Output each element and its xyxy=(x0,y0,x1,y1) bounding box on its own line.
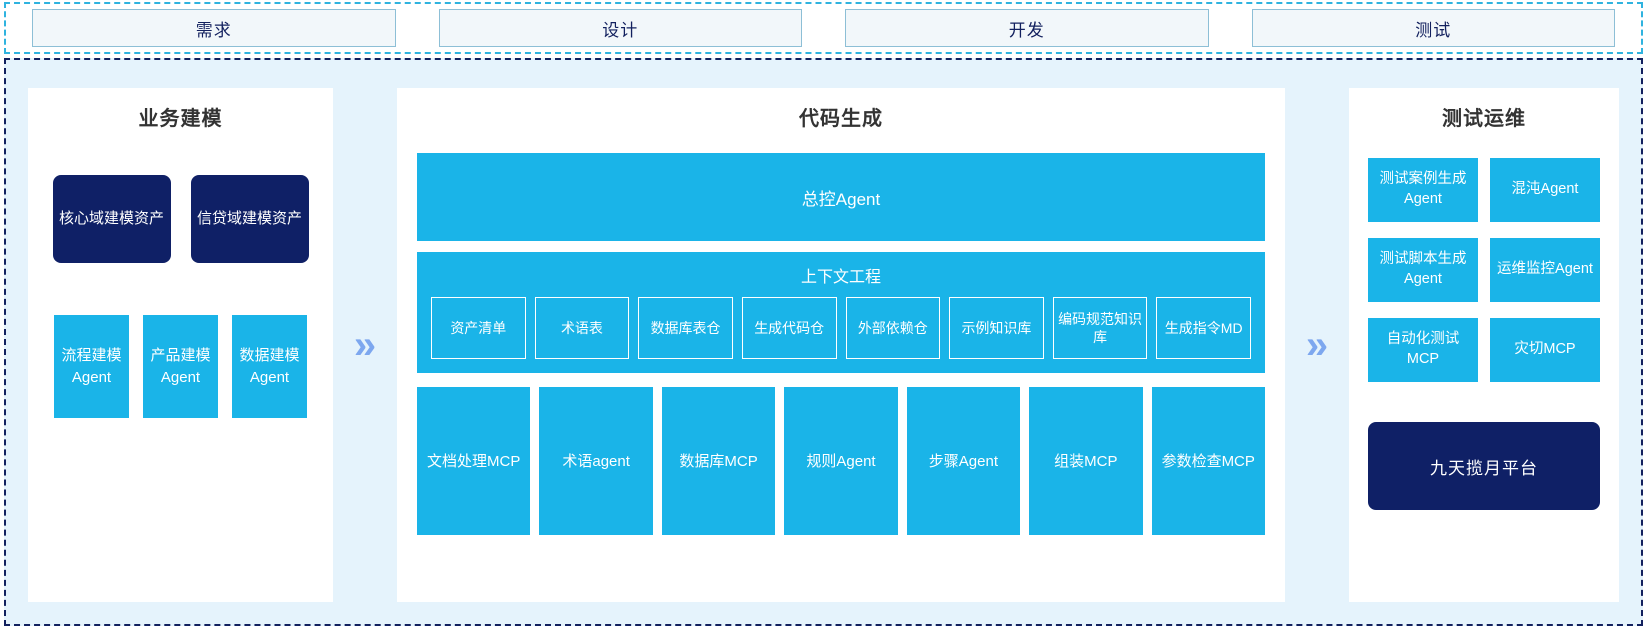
asset-card-label: 信贷域建模资产 xyxy=(196,209,302,227)
testops-card-test-script-generation-agent[interactable]: 测试脚本生成Agent xyxy=(1368,238,1478,302)
test-operations-grid: 测试案例生成Agent 混沌Agent 测试脚本生成Agent 运维监控Agen… xyxy=(1368,158,1600,382)
testops-card-label: 混沌Agent xyxy=(1511,181,1579,198)
phase-tab-testing[interactable]: 测试 xyxy=(1251,9,1615,47)
mcp-tool-row: 文档处理MCP 术语agent 数据库MCP 规则Agent 步骤Agent 组… xyxy=(417,387,1265,535)
double-chevron-right-glyph: » xyxy=(353,323,377,367)
mcp-card-label: 步骤Agent xyxy=(928,452,998,470)
context-item-label: 资产清单 xyxy=(450,319,507,336)
phase-tab-label: 需求 xyxy=(195,20,232,40)
testops-card-label: 测试案例生成Agent xyxy=(1379,171,1467,207)
mcp-card-parameter-check[interactable]: 参数检查MCP xyxy=(1151,387,1265,535)
context-item-label: 生成指令MD xyxy=(1164,319,1243,336)
asset-card-core-domain[interactable]: 核心域建模资产 xyxy=(52,175,171,263)
agent-card-label: 流程建模Agent xyxy=(61,346,122,386)
context-item-label: 示例知识库 xyxy=(961,319,1032,336)
context-engineering-items: 资产清单 术语表 数据库表仓 生成代码仓 外部依赖仓 示例知 xyxy=(431,297,1251,359)
master-agent-label: 总控Agent xyxy=(801,189,881,209)
phase-tab-label: 设计 xyxy=(602,20,639,40)
mcp-card-database[interactable]: 数据库MCP xyxy=(661,387,776,535)
phase-strip: 需求 设计 开发 测试 xyxy=(4,2,1643,54)
context-item-db-table-repo[interactable]: 数据库表仓 xyxy=(638,297,733,359)
agent-card-label: 数据建模Agent xyxy=(239,346,300,386)
double-chevron-right-glyph: » xyxy=(1305,323,1329,367)
phase-tab-label: 开发 xyxy=(1008,20,1045,40)
panel-title-test-operations: 测试运维 xyxy=(1442,108,1526,130)
asset-card-label: 核心域建模资产 xyxy=(58,209,164,227)
panel-business-modeling: 业务建模 核心域建模资产 信贷域建模资产 流程建模Agent 产品建模Agent… xyxy=(28,88,333,602)
context-item-glossary[interactable]: 术语表 xyxy=(534,297,630,359)
testops-card-label: 灾切MCP xyxy=(1514,341,1576,358)
mcp-card-label: 术语agent xyxy=(562,452,630,470)
mcp-card-label: 组装MCP xyxy=(1054,452,1118,470)
context-item-label: 编码规范知识库 xyxy=(1058,310,1143,345)
panel-code-generation: 代码生成 总控Agent 上下文工程 资产清单 术语表 数据库表仓 xyxy=(397,88,1285,602)
business-agent-row: 流程建模Agent 产品建模Agent 数据建模Agent xyxy=(54,315,307,418)
context-item-generated-code-repo[interactable]: 生成代码仓 xyxy=(741,297,837,359)
testops-card-test-case-generation-agent[interactable]: 测试案例生成Agent xyxy=(1368,158,1478,222)
context-item-generation-instruction-md[interactable]: 生成指令MD xyxy=(1156,297,1251,359)
platform-card-label: 九天揽月平台 xyxy=(1430,458,1538,478)
context-item-example-knowledge-base[interactable]: 示例知识库 xyxy=(949,297,1044,359)
panel-title-business-modeling: 业务建模 xyxy=(138,108,223,130)
testops-card-label: 测试脚本生成Agent xyxy=(1379,251,1467,287)
testops-card-label: 自动化测试MCP xyxy=(1386,331,1460,367)
architecture-diagram: 业务建模 核心域建模资产 信贷域建模资产 流程建模Agent 产品建模Agent… xyxy=(4,58,1643,626)
mcp-card-label: 数据库MCP xyxy=(679,452,758,470)
agent-card-product-modeling[interactable]: 产品建模Agent xyxy=(143,315,218,418)
mcp-card-assembly[interactable]: 组装MCP xyxy=(1029,387,1143,535)
mcp-card-document-processing[interactable]: 文档处理MCP xyxy=(417,387,531,535)
context-item-coding-standard-knowledge-base[interactable]: 编码规范知识库 xyxy=(1052,297,1148,359)
context-engineering-title: 上下文工程 xyxy=(800,269,881,286)
testops-card-label: 运维监控Agent xyxy=(1497,261,1593,278)
agent-card-process-modeling[interactable]: 流程建模Agent xyxy=(54,315,129,418)
phase-tab-design[interactable]: 设计 xyxy=(438,9,802,47)
agent-card-data-modeling[interactable]: 数据建模Agent xyxy=(232,315,307,418)
mcp-card-rule-agent[interactable]: 规则Agent xyxy=(784,387,898,535)
panel-test-operations: 测试运维 测试案例生成Agent 混沌Agent 测试脚本生成Agent 运维监… xyxy=(1349,88,1619,602)
context-item-asset-inventory[interactable]: 资产清单 xyxy=(431,297,526,359)
code-generation-body: 总控Agent 上下文工程 资产清单 术语表 数据库表仓 生成代码仓 xyxy=(397,131,1285,535)
mcp-card-label: 文档处理MCP xyxy=(427,452,521,470)
testops-card-automated-test-mcp[interactable]: 自动化测试MCP xyxy=(1368,318,1478,382)
testops-card-disaster-recovery-mcp[interactable]: 灾切MCP xyxy=(1490,318,1600,382)
testops-card-ops-monitoring-agent[interactable]: 运维监控Agent xyxy=(1490,238,1600,302)
context-item-label: 生成代码仓 xyxy=(754,319,825,336)
phase-tab-requirements[interactable]: 需求 xyxy=(32,9,396,47)
asset-card-credit-domain[interactable]: 信贷域建模资产 xyxy=(190,175,309,263)
context-item-external-dependency-repo[interactable]: 外部依赖仓 xyxy=(845,297,941,359)
mcp-card-step-agent[interactable]: 步骤Agent xyxy=(906,387,1021,535)
mcp-card-label: 规则Agent xyxy=(806,452,876,470)
testops-card-chaos-agent[interactable]: 混沌Agent xyxy=(1490,158,1600,222)
mcp-card-label: 参数检查MCP xyxy=(1161,452,1255,470)
master-agent-bar[interactable]: 总控Agent xyxy=(417,153,1265,241)
platform-card-jiutian-lanyue[interactable]: 九天揽月平台 xyxy=(1368,422,1600,510)
double-chevron-right-icon: » xyxy=(1285,88,1349,602)
mcp-card-glossary-agent[interactable]: 术语agent xyxy=(539,387,653,535)
phase-tab-development[interactable]: 开发 xyxy=(845,9,1209,47)
context-engineering-block: 上下文工程 资产清单 术语表 数据库表仓 生成代码仓 外部依赖仓 xyxy=(417,252,1265,373)
phase-tab-label: 测试 xyxy=(1415,20,1452,40)
context-item-label: 术语表 xyxy=(560,319,603,336)
agent-card-label: 产品建模Agent xyxy=(150,346,211,386)
double-chevron-right-icon: » xyxy=(333,88,397,602)
business-asset-row: 核心域建模资产 信贷域建模资产 xyxy=(52,175,309,263)
panel-title-code-generation: 代码生成 xyxy=(799,108,883,130)
context-item-label: 数据库表仓 xyxy=(650,319,721,336)
context-item-label: 外部依赖仓 xyxy=(857,319,928,336)
